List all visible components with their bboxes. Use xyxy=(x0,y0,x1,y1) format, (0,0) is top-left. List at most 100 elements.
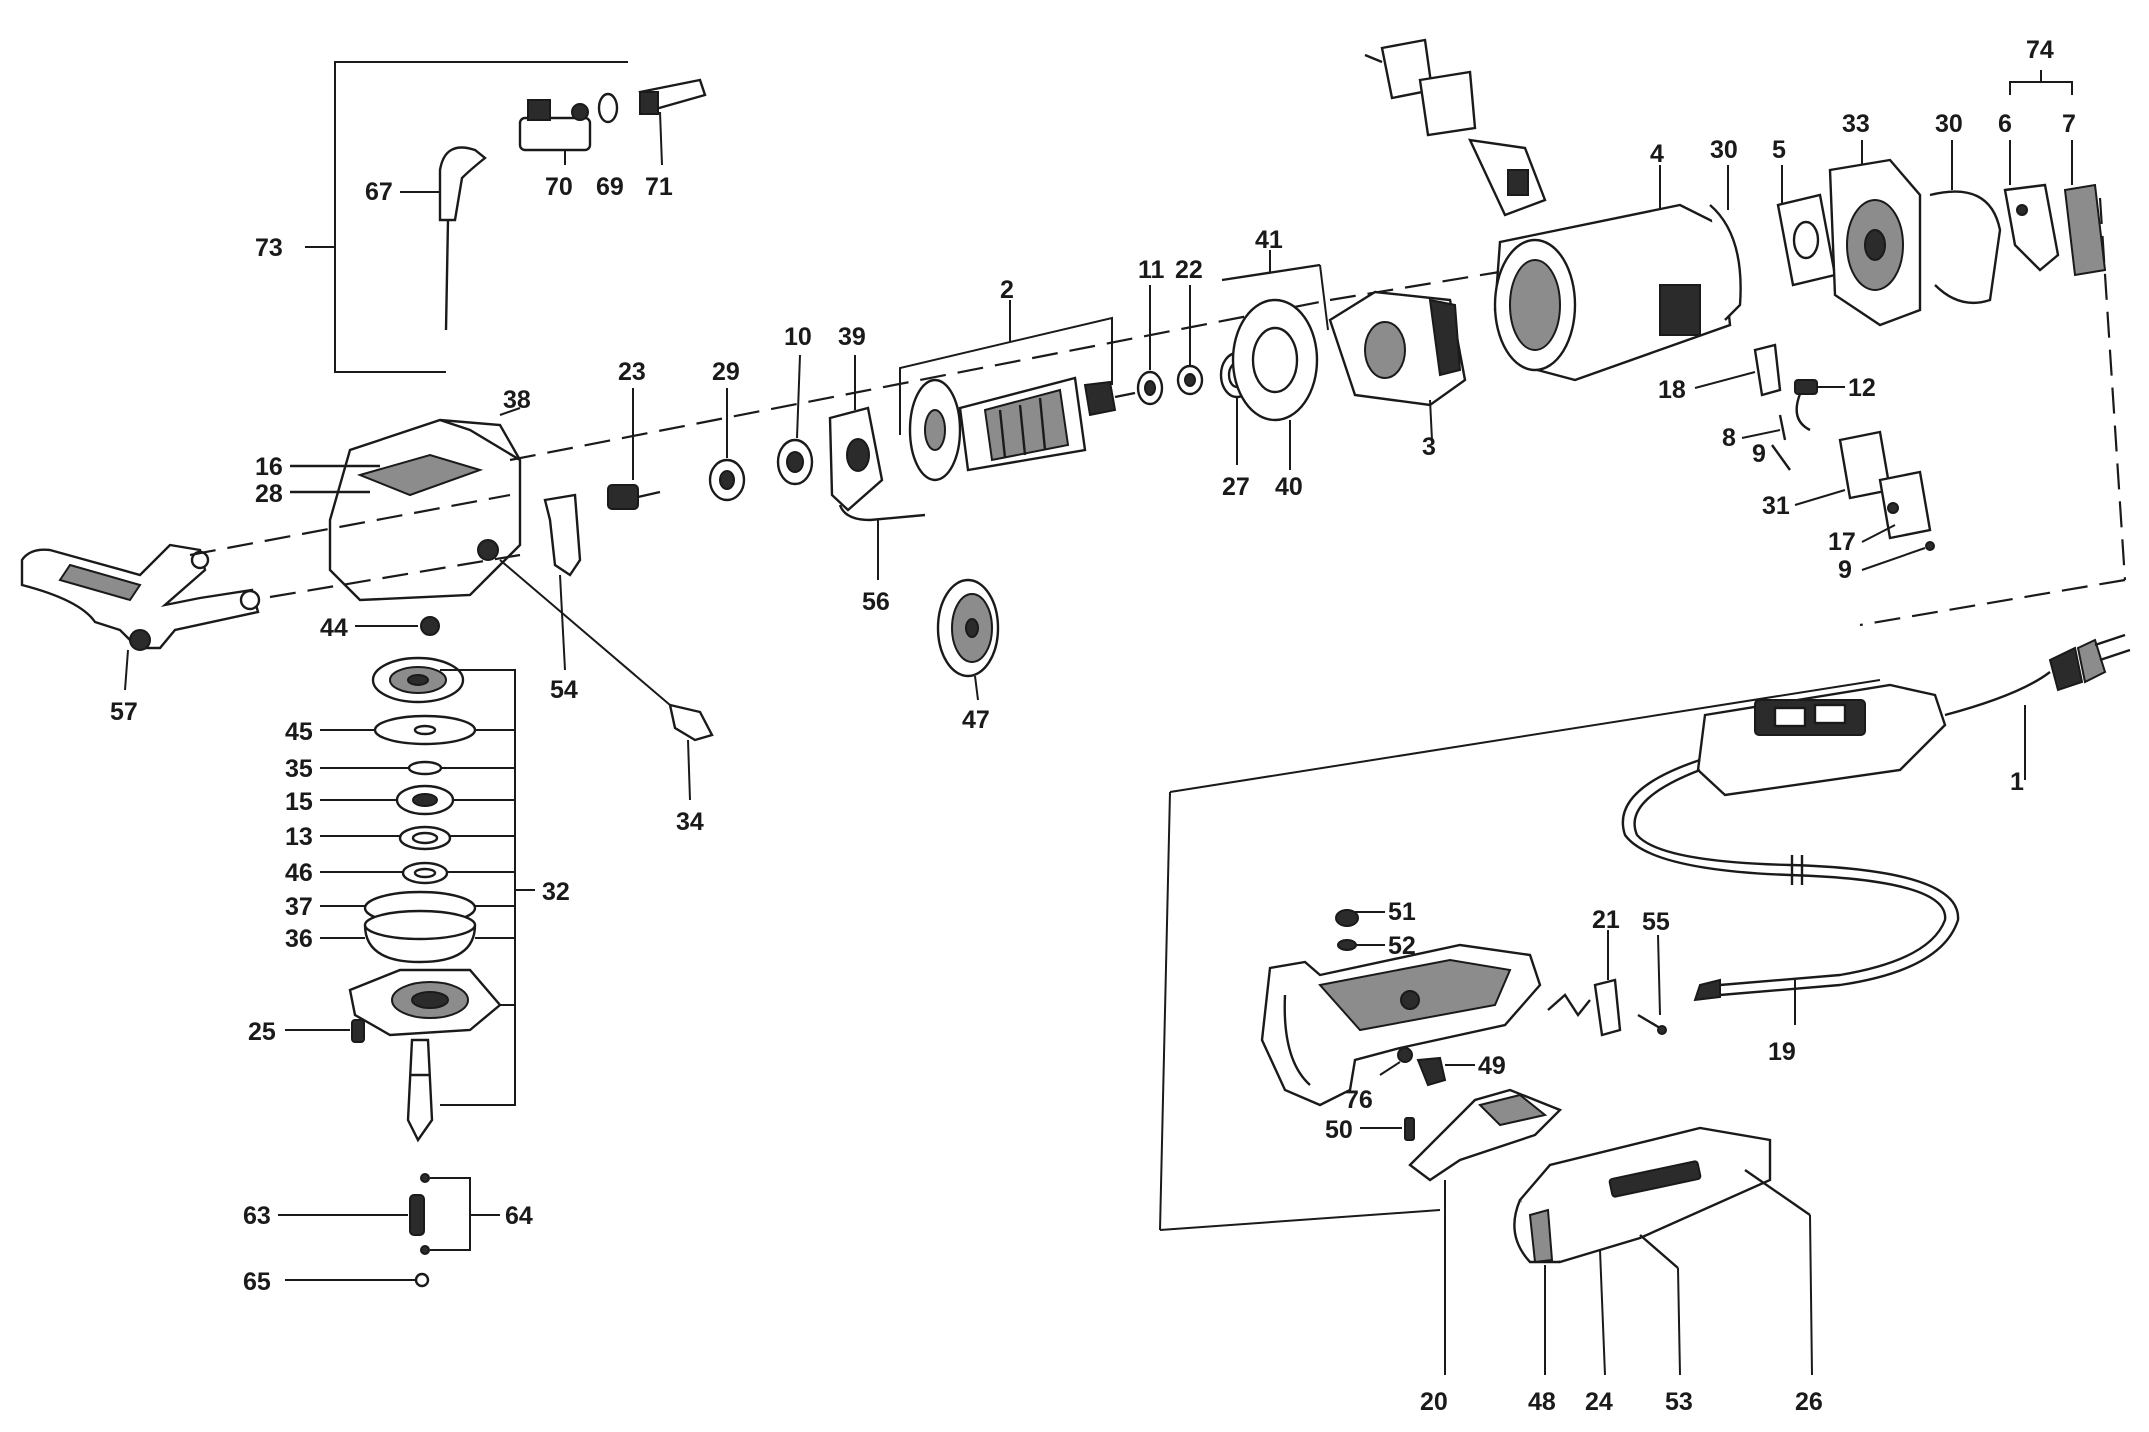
label-32: 32 xyxy=(542,878,570,906)
label-29: 29 xyxy=(712,358,740,386)
label-73: 73 xyxy=(255,234,283,262)
bracket-32 xyxy=(440,669,535,1106)
part-70-valve-body xyxy=(518,99,592,165)
part-spindle xyxy=(406,1038,434,1143)
label-24: 24 xyxy=(1585,1388,1613,1416)
part-26-screw xyxy=(1744,1169,1813,1376)
part-57-wheel-guard xyxy=(20,543,261,691)
label-40: 40 xyxy=(1275,473,1303,501)
part-39-bearing-flange xyxy=(828,355,926,522)
label-10: 10 xyxy=(784,323,812,351)
part-10-bearing xyxy=(776,354,814,486)
part-5-plate xyxy=(1776,165,1837,287)
part-9-screw xyxy=(1771,444,1791,471)
part-40-fan-baffle xyxy=(1231,298,1319,470)
part-30-gasket xyxy=(1709,165,1742,321)
label-4: 4 xyxy=(1650,140,1664,168)
part-33-end-bell xyxy=(1828,140,1922,327)
label-56: 56 xyxy=(862,588,890,616)
bracket-73 xyxy=(305,61,628,373)
label-65: 65 xyxy=(243,1268,271,1296)
part-handle-housing xyxy=(1260,943,1542,1107)
label-69: 69 xyxy=(596,173,624,201)
label-38: 38 xyxy=(503,386,531,414)
part-4-motor-housing xyxy=(1493,165,1732,382)
label-1: 1 xyxy=(2010,768,2024,796)
part-3-field-coil xyxy=(1328,290,1467,441)
part-17-cover xyxy=(1861,470,1935,571)
label-48: 48 xyxy=(1528,1388,1556,1416)
part-6-cover-plate xyxy=(2003,140,2060,272)
label-63: 63 xyxy=(243,1202,271,1230)
part-12-carbon-brush xyxy=(1794,379,1845,432)
part-48-insert xyxy=(1528,1208,1554,1375)
part-54-bracket xyxy=(543,493,582,671)
label-22: 22 xyxy=(1175,256,1203,284)
label-28: 28 xyxy=(255,480,283,508)
part-top-brush-cover xyxy=(1364,38,1547,217)
label-2: 2 xyxy=(1000,276,1014,304)
part-69-washer xyxy=(597,92,619,124)
part-71-hose-nipple xyxy=(638,78,707,166)
label-34: 34 xyxy=(676,808,704,836)
part-20-switch-trigger xyxy=(1408,1088,1563,1375)
handle-assembly-frame xyxy=(1159,679,1881,1231)
label-44: 44 xyxy=(320,614,348,642)
part-25-screw xyxy=(285,1019,365,1043)
part-2-armature xyxy=(899,300,1136,482)
part-34-knob xyxy=(499,559,714,801)
part-1-cord-switch xyxy=(1696,633,2131,797)
label-74: 74 xyxy=(2026,36,2054,64)
label-47: 47 xyxy=(962,706,990,734)
label-76: 76 xyxy=(1345,1086,1373,1114)
part-labels: 1 2 3 4 5 6 7 8 9 9 10 11 12 13 15 16 17… xyxy=(110,36,2076,1416)
part-gear-base-plate xyxy=(348,968,502,1037)
label-19: 19 xyxy=(1768,1038,1796,1066)
label-70: 70 xyxy=(545,173,573,201)
label-64: 64 xyxy=(505,1202,533,1230)
label-49: 49 xyxy=(1478,1052,1506,1080)
label-9a: 9 xyxy=(1752,440,1766,468)
label-25: 25 xyxy=(248,1018,276,1046)
label-13: 13 xyxy=(285,823,313,851)
label-31: 31 xyxy=(1762,492,1790,520)
part-65-nut xyxy=(285,1272,430,1288)
part-52-washer xyxy=(1337,939,1385,951)
part-flange-nut xyxy=(371,656,465,704)
part-67-elbow-pipe xyxy=(400,146,487,331)
part-53-screw xyxy=(1639,1234,1681,1376)
label-21: 21 xyxy=(1592,906,1620,934)
part-21-switch-lever xyxy=(1547,930,1622,1037)
part-49-switch xyxy=(1416,1056,1475,1087)
label-27: 27 xyxy=(1222,473,1250,501)
part-44-nut xyxy=(355,616,440,636)
label-3: 3 xyxy=(1422,433,1436,461)
label-54: 54 xyxy=(550,676,578,704)
label-71: 71 xyxy=(645,173,673,201)
label-50: 50 xyxy=(1325,1116,1353,1144)
label-20: 20 xyxy=(1420,1388,1448,1416)
part-31-brush-cap xyxy=(1794,430,1892,506)
label-6: 6 xyxy=(1998,110,2012,138)
label-12: 12 xyxy=(1848,374,1876,402)
part-23-spindle-lock xyxy=(607,388,661,510)
part-35-washer xyxy=(320,760,443,776)
part-22-bearing xyxy=(1176,285,1204,396)
label-11: 11 xyxy=(1138,256,1165,284)
label-51: 51 xyxy=(1388,898,1416,926)
part-46-ring xyxy=(320,861,449,885)
label-55: 55 xyxy=(1642,908,1670,936)
label-46: 46 xyxy=(285,859,313,887)
part-19-cord xyxy=(1621,758,1960,1025)
label-18: 18 xyxy=(1658,376,1686,404)
label-67: 67 xyxy=(365,178,393,206)
label-16: 16 xyxy=(255,453,283,481)
label-52: 52 xyxy=(1388,932,1416,960)
label-36: 36 xyxy=(285,925,313,953)
part-11-bearing xyxy=(1136,285,1164,406)
part-45-backing-disc xyxy=(320,714,477,746)
part-15-bearing xyxy=(320,784,455,816)
part-18-brush-holder xyxy=(1694,343,1782,397)
part-50-pin xyxy=(1360,1117,1415,1141)
